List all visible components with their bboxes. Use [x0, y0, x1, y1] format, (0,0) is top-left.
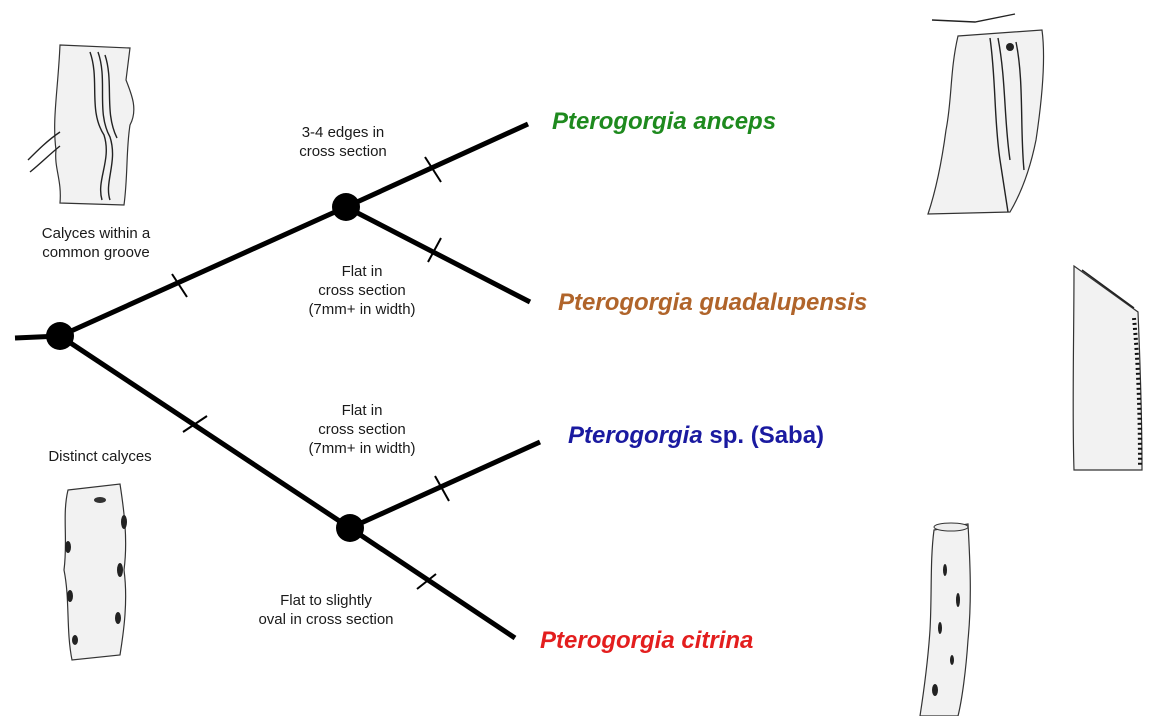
note-flat-lower-line1: Flat in [342, 402, 383, 419]
note-distinct: Distinct calyces [48, 448, 151, 465]
note-groove-line2: common groove [42, 244, 150, 261]
branch-saba [348, 439, 542, 531]
branch-anceps [344, 121, 530, 210]
species-saba: Pterogorgia sp. (Saba) [568, 422, 824, 449]
sketch-groove-branch [27, 44, 135, 206]
branch-lower-clade [58, 333, 352, 531]
sketch-citrina [919, 522, 971, 716]
note-oval-line1: Flat to slightly [280, 592, 372, 609]
sketch-anceps [927, 13, 1045, 215]
tick-oval [416, 573, 437, 590]
lower-node [336, 514, 364, 542]
root-node [46, 322, 74, 350]
note-flat-upper-line2: cross section [318, 282, 406, 299]
tick-flat-upper [427, 237, 442, 263]
sketch-distinct-calyces [63, 483, 127, 661]
tree-branches [14, 121, 542, 641]
tick-flat-lower [434, 475, 450, 502]
note-edges-line1: 3-4 edges in [302, 124, 385, 141]
sketch-guadalupensis [1072, 264, 1143, 471]
species-anceps: Pterogorgia anceps [552, 108, 776, 135]
tick-edges [424, 156, 442, 183]
branch-guadalupensis [344, 204, 532, 305]
branch-citrina [348, 525, 517, 641]
note-edges-line2: cross section [299, 143, 387, 160]
character-ticks [171, 156, 450, 590]
branch-upper-clade [58, 204, 348, 339]
species-saba-genus: Pterogorgia [568, 422, 703, 449]
upper-node [332, 193, 360, 221]
note-flat-lower-line2: cross section [318, 421, 406, 438]
note-oval-line2: oval in cross section [258, 611, 393, 628]
note-flat-upper-line1: Flat in [342, 263, 383, 280]
species-guadalupensis: Pterogorgia guadalupensis [558, 289, 867, 316]
tick-groove [171, 273, 188, 298]
note-flat-lower-line3: (7mm+ in width) [308, 440, 415, 457]
species-citrina: Pterogorgia citrina [540, 627, 753, 654]
note-groove-line1: Calyces within a [42, 225, 151, 242]
species-saba-rest: sp. (Saba) [703, 422, 824, 449]
tick-distinct [182, 415, 208, 433]
note-flat-upper-line3: (7mm+ in width) [308, 301, 415, 318]
